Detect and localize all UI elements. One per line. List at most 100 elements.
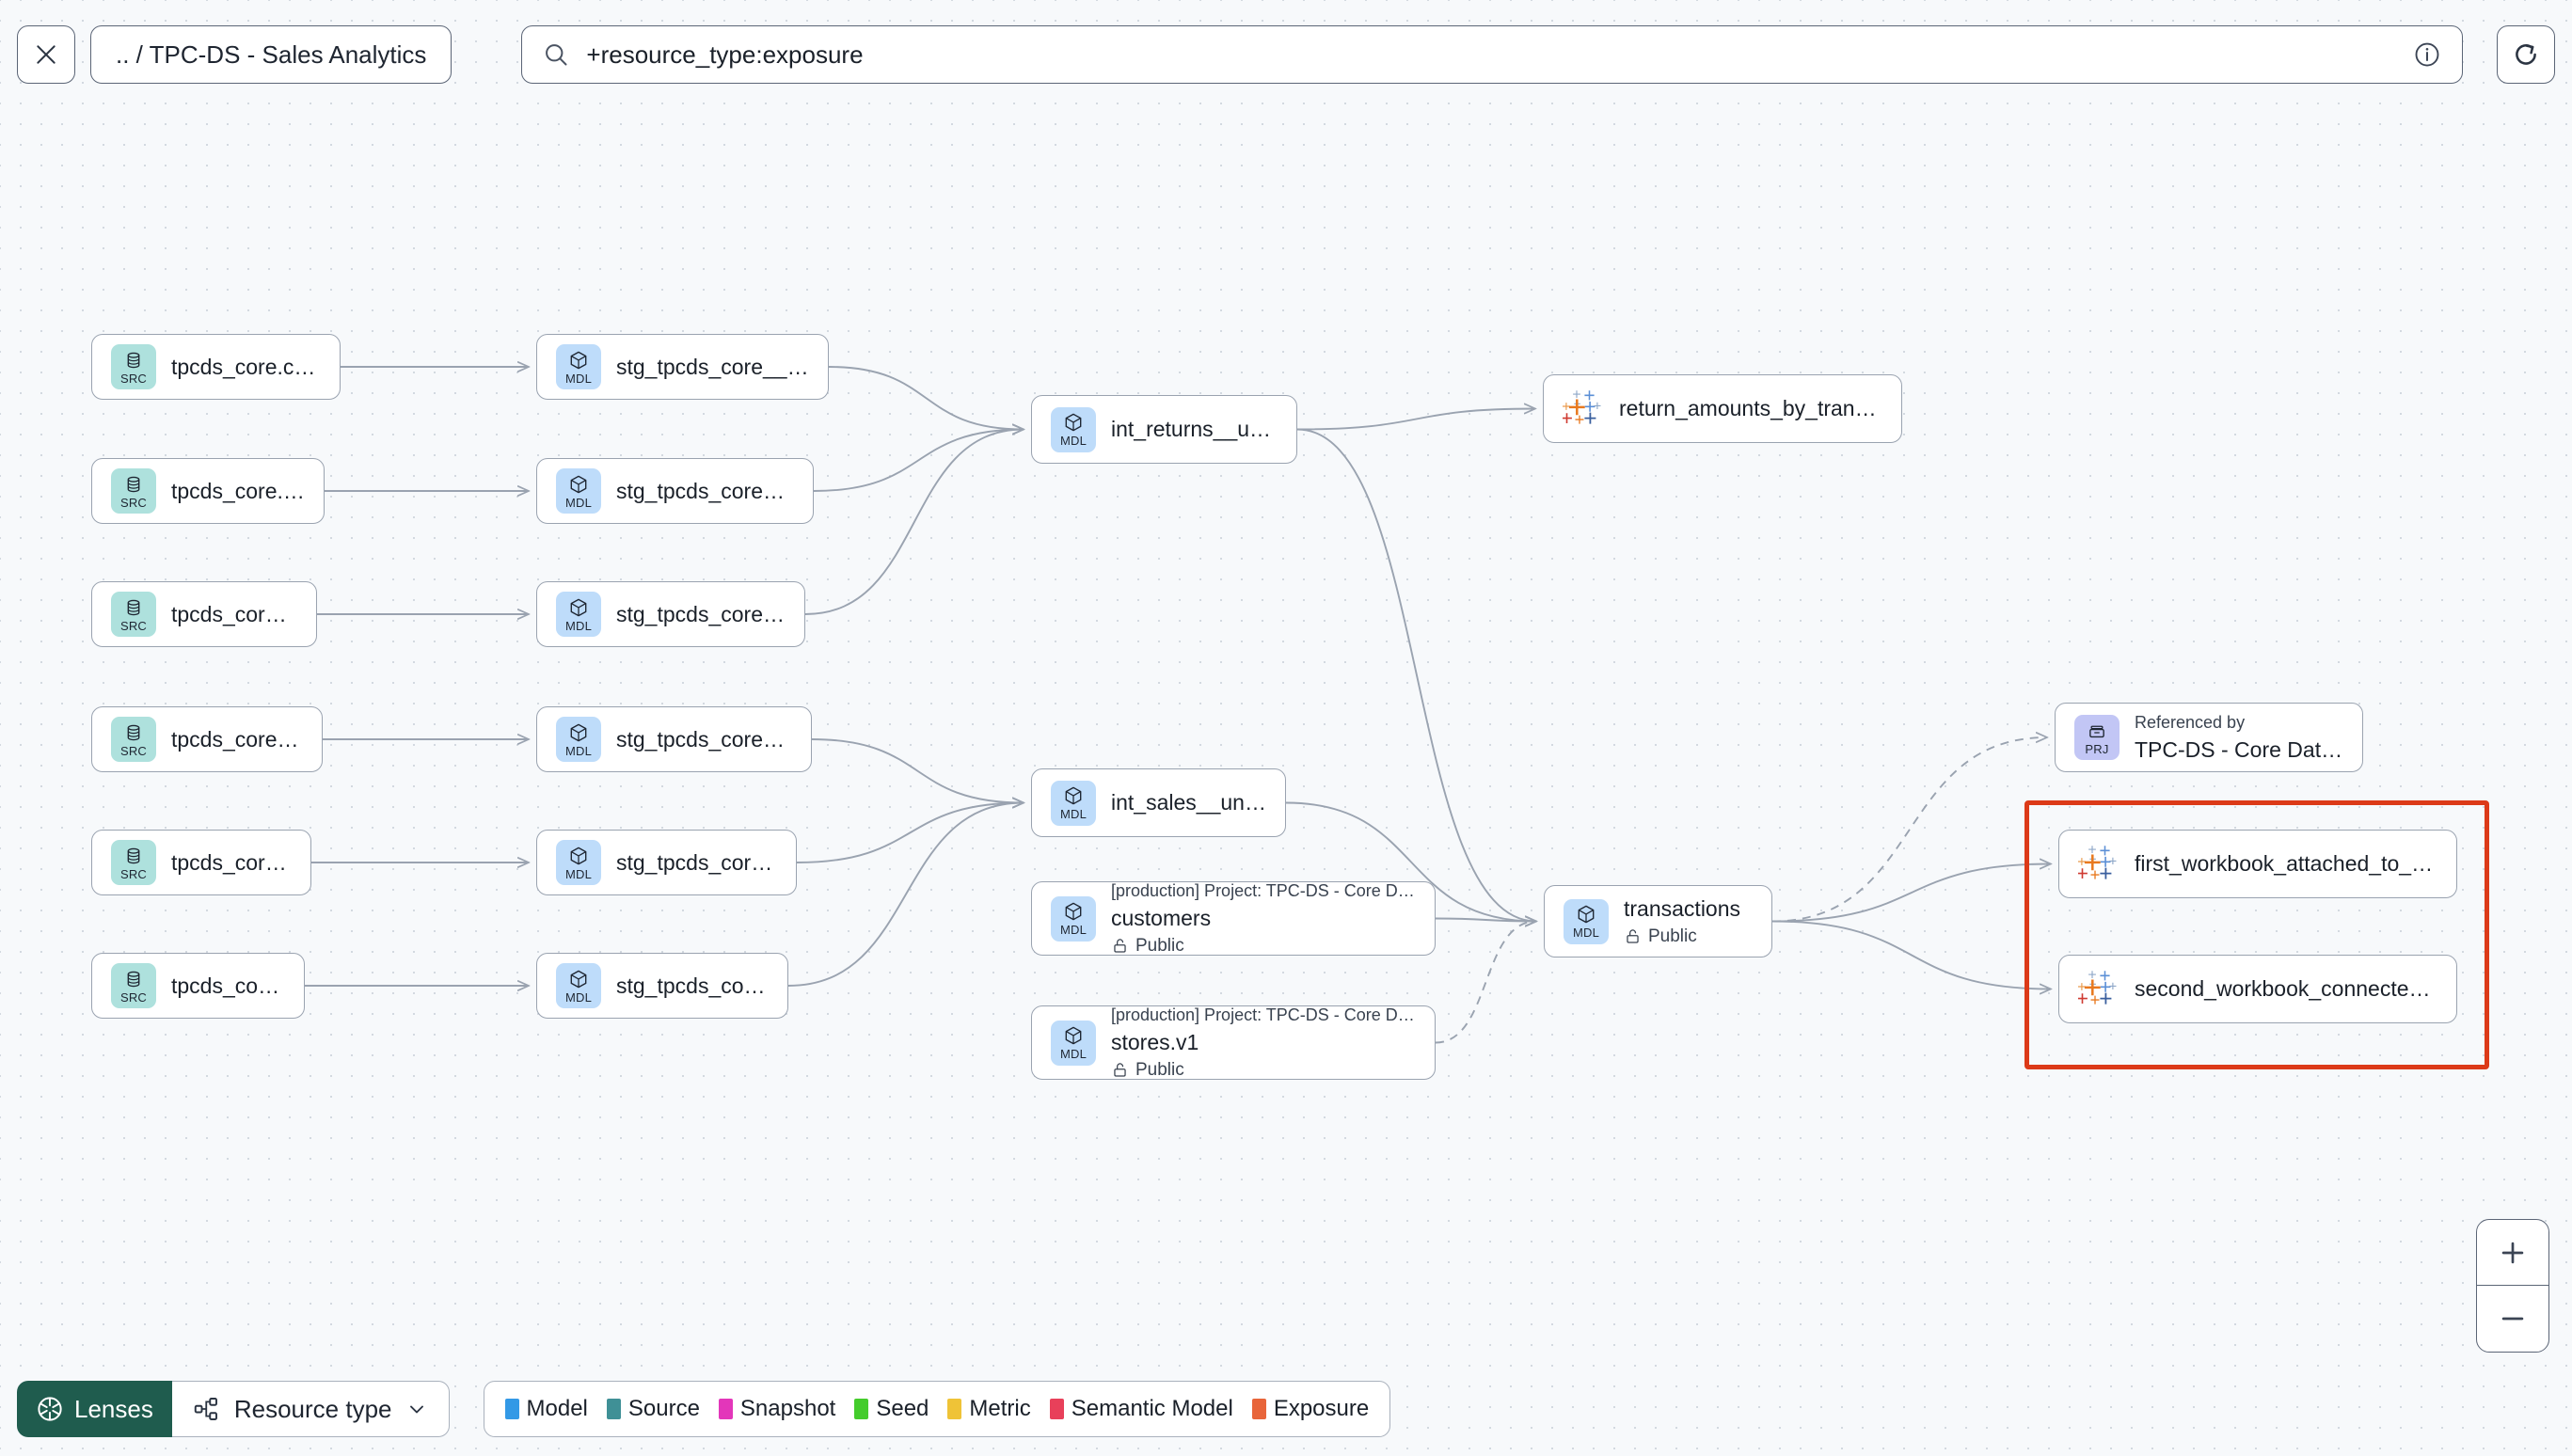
- src-badge-icon: SRC: [111, 717, 156, 762]
- close-icon: [37, 45, 56, 64]
- node-title: stg_tpcds_core__catalog_sales: [616, 726, 792, 752]
- node-body: [production] Project: TPC-DS - Core Data…: [1111, 1005, 1416, 1081]
- mdl-badge-icon: MDL: [556, 468, 601, 514]
- graph-node-stores_v1[interactable]: MDL[production] Project: TPC-DS - Core D…: [1031, 1005, 1436, 1080]
- mdl-badge-icon: MDL: [1051, 406, 1096, 452]
- graph-node-stg_catalog_returns[interactable]: MDL stg_tpcds_core__catalog_returns: [536, 334, 829, 400]
- node-body: tpcds_core.store_returns: [171, 479, 305, 504]
- legend-swatch: [1251, 1399, 1266, 1419]
- zoom-in-button[interactable]: [2477, 1220, 2548, 1286]
- node-title: int_returns__unioned: [1111, 417, 1278, 441]
- src-glyph-icon: [123, 969, 144, 989]
- legend-item-semantic-model[interactable]: Semantic Model: [1049, 1396, 1233, 1422]
- badge-label: MDL: [1059, 923, 1088, 937]
- graph-node-stg_store_sales[interactable]: MDL stg_tpcds_core__store_sales: [536, 830, 797, 895]
- src-badge-icon: SRC: [111, 840, 156, 885]
- mdl-badge-icon: MDL: [1564, 898, 1609, 944]
- legend-swatch: [947, 1399, 962, 1419]
- node-body: int_sales__unioned: [1111, 790, 1266, 815]
- node-title: tpcds_core.catalog_sales: [171, 726, 303, 752]
- badge-label: SRC: [119, 866, 148, 881]
- legend-label: Semantic Model: [1071, 1396, 1233, 1421]
- node-body: stg_tpcds_core__store_sales: [616, 850, 777, 876]
- mdl-badge-icon: MDL: [556, 963, 601, 1008]
- badge-label: MDL: [564, 989, 593, 1005]
- prj-glyph-icon: [2087, 720, 2107, 741]
- node-title: tpcds_core.store_sales: [171, 849, 292, 875]
- src-badge-icon: SRC: [111, 963, 156, 1008]
- node-visibility-label: Public: [1135, 1059, 1184, 1080]
- mdl-glyph-icon: [568, 846, 589, 866]
- refresh-button[interactable]: [2497, 25, 2555, 84]
- graph-node-second_workbook[interactable]: second_workbook_connected_to_live…: [2058, 955, 2457, 1023]
- legend-item-model[interactable]: Model: [504, 1396, 588, 1422]
- search-input[interactable]: +resource_type:exposure: [586, 40, 864, 69]
- graph-node-stg_catalog_sales[interactable]: MDL stg_tpcds_core__catalog_sales: [536, 706, 812, 772]
- badge-label: MDL: [564, 495, 593, 510]
- mdl-glyph-icon: [568, 350, 589, 371]
- breadcrumb[interactable]: .. / TPC-DS - Sales Analytics: [90, 25, 452, 84]
- src-glyph-icon: [123, 846, 144, 866]
- mdl-badge-icon: MDL: [556, 717, 601, 762]
- node-visibility-badge: Public: [1111, 936, 1416, 957]
- graph-node-return_amounts[interactable]: return_amounts_by_transaction_type: [1543, 374, 1902, 443]
- nodes-icon: [194, 1398, 217, 1420]
- mdl-glyph-icon: [1063, 1025, 1084, 1046]
- legend-item-metric[interactable]: Metric: [947, 1396, 1031, 1422]
- badge-label: MDL: [1059, 807, 1088, 821]
- node-subtitle: [production] Project: TPC-DS - Core Data…: [1111, 880, 1416, 900]
- node-body: stg_tpcds_core__catalog_returns: [616, 355, 809, 380]
- badge-label: MDL: [564, 866, 593, 881]
- lenses-group: Lenses Resource type: [17, 1381, 450, 1437]
- mdl-glyph-icon: [568, 474, 589, 495]
- src-glyph-icon: [123, 597, 144, 618]
- lenses-button[interactable]: Lenses: [17, 1381, 172, 1437]
- graph-node-src_catalog_sales[interactable]: SRC tpcds_core.catalog_sales: [91, 706, 323, 772]
- graph-edge-int_sales_unioned-to-transactions: [1285, 801, 1536, 922]
- chevron-down-icon: [409, 1405, 423, 1414]
- legend-item-exposure[interactable]: Exposure: [1251, 1396, 1369, 1422]
- top-toolbar: .. / TPC-DS - Sales Analytics +resource_…: [0, 0, 2572, 109]
- legend-item-seed[interactable]: Seed: [854, 1396, 929, 1422]
- close-button[interactable]: [17, 25, 75, 84]
- badge-label: MDL: [564, 371, 593, 386]
- refresh-icon: [2516, 44, 2536, 65]
- bottom-toolbar: Lenses Resource type Model Source Snapshot…: [17, 1381, 1391, 1437]
- legend-label: Snapshot: [739, 1396, 836, 1421]
- node-subtitle: [production] Project: TPC-DS - Core Data…: [1111, 1005, 1416, 1024]
- graph-node-int_returns_unioned[interactable]: MDL int_returns__unioned: [1031, 395, 1297, 464]
- mdl-badge-icon: MDL: [1051, 780, 1096, 826]
- legend-item-source[interactable]: Source: [606, 1396, 700, 1422]
- node-body: int_returns__unioned: [1111, 417, 1278, 442]
- node-body: stg_tpcds_core__web_returns: [616, 602, 786, 627]
- graph-node-first_workbook[interactable]: first_workbook_attached_to_tpc-ds_-_…: [2058, 830, 2457, 898]
- aperture-icon: [38, 1397, 62, 1421]
- graph-node-src_store_sales[interactable]: SRC tpcds_core.store_sales: [91, 830, 311, 895]
- zoom-out-button[interactable]: [2477, 1286, 2548, 1352]
- unlock-icon: [1624, 927, 1642, 945]
- search-bar[interactable]: +resource_type:exposure: [521, 25, 2463, 84]
- node-visibility-badge: Public: [1624, 926, 1753, 947]
- badge-label: SRC: [119, 989, 148, 1005]
- src-glyph-icon: [123, 722, 144, 743]
- resource-type-dropdown[interactable]: Resource type: [171, 1381, 450, 1437]
- plus-icon: [2501, 1242, 2524, 1263]
- graph-node-int_sales_unioned[interactable]: MDL int_sales__unioned: [1031, 768, 1286, 837]
- badge-label: PRJ: [2085, 741, 2109, 756]
- graph-node-customers[interactable]: MDL [production] Project: TPC-DS - Core D…: [1031, 881, 1436, 956]
- legend-swatch: [1049, 1399, 1064, 1419]
- info-icon[interactable]: [2413, 40, 2441, 69]
- legend-item-snapshot[interactable]: Snapshot: [718, 1396, 836, 1422]
- node-title: second_workbook_connected_to_live…: [2135, 976, 2437, 1001]
